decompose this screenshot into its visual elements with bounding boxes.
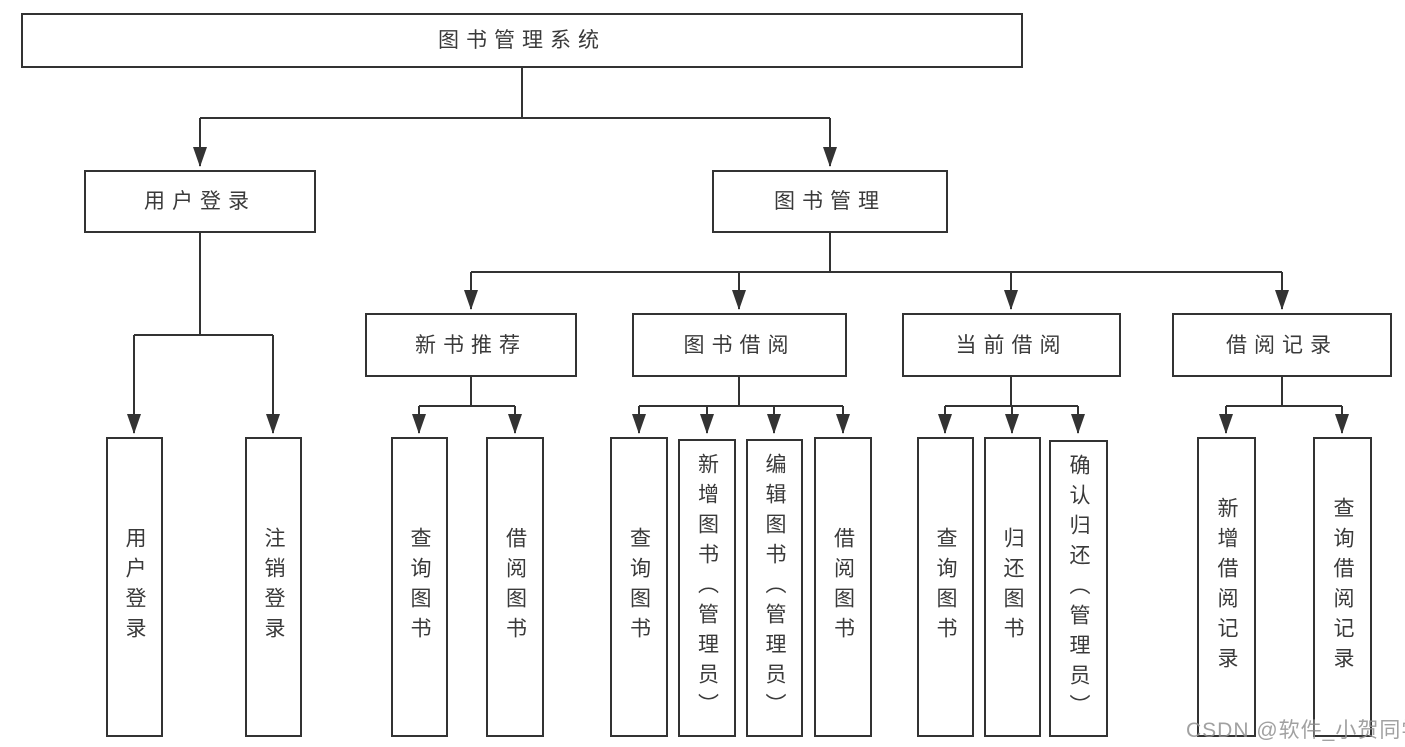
node-user-login: 用户登录 [84,170,316,233]
node-label: 新书推荐 [415,333,527,357]
node-book-management: 图书管理 [712,170,948,233]
leaf-add-borrow-record: 新增借阅记录 [1197,437,1256,737]
node-label: 查询图书 [627,527,651,647]
node-label: 新增借阅记录 [1215,497,1238,677]
node-new-book-recommend: 新书推荐 [365,313,577,377]
leaf-recommend-query-books: 查询图书 [391,437,448,737]
node-label: 查询图书 [408,527,431,647]
node-label: 借阅记录 [1226,333,1338,357]
leaf-return-books: 归还图书 [984,437,1041,737]
node-label: 查询借阅记录 [1331,497,1354,677]
node-borrowing-records: 借阅记录 [1172,313,1392,377]
node-label: 编辑图书（管理员） [763,453,786,723]
node-label: 借阅图书 [503,527,527,647]
node-book-borrowing: 图书借阅 [632,313,847,377]
node-label: 图书管理 [774,190,886,213]
node-label: 归还图书 [1001,527,1024,647]
node-label: 图书借阅 [683,333,796,357]
node-label: 当前借阅 [955,333,1068,357]
leaf-borrowing-query-books: 查询图书 [610,437,668,737]
node-label: 图书管理系统 [438,29,606,52]
node-label: 新增图书（管理员） [695,453,719,723]
leaf-confirm-return-admin: 确认归还（管理员） [1049,440,1108,737]
node-label: 借阅图书 [831,527,855,647]
leaf-current-query-books: 查询图书 [917,437,974,737]
node-current-borrowing: 当前借阅 [902,313,1121,377]
node-library-management-system: 图书管理系统 [21,13,1023,68]
node-label: 注销登录 [262,527,285,647]
leaf-recommend-borrow-books: 借阅图书 [486,437,544,737]
leaf-add-books-admin: 新增图书（管理员） [678,439,736,737]
csdn-watermark: CSDN @软件_小贺同学 [1186,719,1405,742]
leaf-logout: 注销登录 [245,437,302,737]
node-label: 确认归还（管理员） [1067,453,1090,724]
leaf-borrowing-borrow-books: 借阅图书 [814,437,872,737]
leaf-edit-books-admin: 编辑图书（管理员） [746,439,803,737]
leaf-query-borrow-record: 查询借阅记录 [1313,437,1372,737]
node-label: 查询图书 [934,527,957,647]
node-label: 用户登录 [123,527,146,647]
node-label: 用户登录 [144,190,256,213]
leaf-user-login: 用户登录 [106,437,163,737]
